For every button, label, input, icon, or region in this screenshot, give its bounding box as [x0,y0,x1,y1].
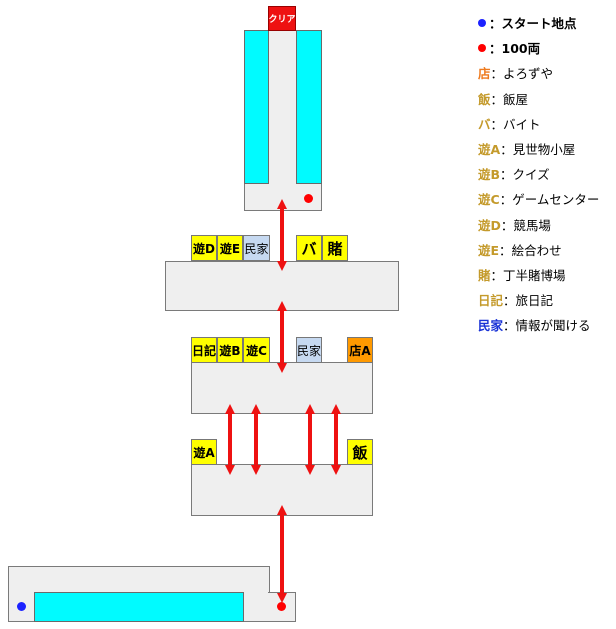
legend-text: クイズ [512,167,550,183]
legend-key: 飯 [478,91,491,107]
legend-row: 遊E：絵合わせ [478,237,599,262]
top-left-water [244,30,269,184]
legend-row: 飯：飯屋 [478,86,599,111]
legend-text: よろずや [503,66,554,82]
start-area-water [34,592,244,622]
legend-key: 民家 [478,318,504,334]
asobi-c-tag: 遊C [243,337,270,363]
legend-key: 遊C [478,192,500,208]
legend-key: バ [478,116,491,132]
legend-row: 民家：情報が聞ける [478,312,599,337]
legend-row: 遊C：ゲームセンター [478,186,599,211]
legend-row: 遊A：見世物小屋 [478,136,599,161]
minka-tag: 民家 [243,235,270,261]
red-dot-icon [478,43,486,52]
coin-100-ryo-top [304,194,313,203]
legend-row: 遊B：クイズ [478,161,599,186]
legend-row: 賭：丁半賭博場 [478,262,599,287]
meshi-tag: 飯 [347,439,373,465]
minka-tag-2: 民家 [296,337,322,363]
nikki-tag: 日記 [191,337,217,363]
legend-key: 日記 [478,293,504,309]
legend-row: バ：バイト [478,111,599,136]
asobi-b-tag: 遊B [217,337,243,363]
legend-text: 丁半賭博場 [503,267,566,283]
tobaku-tag: 賭 [322,235,348,261]
legend-coin: ：100両 [478,35,599,60]
baito-tag: バ [296,235,322,261]
legend-text: 旅日記 [515,293,554,309]
legend-text: 絵合わせ [511,242,562,258]
legend-text: バイト [503,116,541,132]
legend-text: 情報が聞ける [515,318,591,334]
legend-key: 遊A [478,142,501,158]
legend-text: 見世物小屋 [512,142,576,158]
legend-row: 店：よろずや [478,60,599,85]
blue-dot-icon [478,18,486,27]
legend-key: 遊D [478,217,501,233]
clear-goal: クリア [268,6,296,31]
legend-text: 飯屋 [503,91,529,107]
legend-key: 遊B [478,167,501,183]
legend-key: 遊E [478,242,500,258]
asobi-d-tag: 遊D [191,235,217,261]
legend-text: 100両 [501,41,541,57]
legend-text: スタート地点 [501,16,577,32]
legend-row: 日記：旅日記 [478,287,599,312]
coin-100-ryo-bottom [277,602,286,611]
legend-start: ：スタート地点 [478,10,599,35]
mise-a-tag: 店A [347,337,373,363]
legend: ：スタート地点 ：100両 店：よろずや 飯：飯屋 バ：バイト 遊A：見世物小屋… [478,10,599,337]
legend-row: 遊D：競馬場 [478,212,599,237]
legend-text: 競馬場 [513,217,551,233]
asobi-e-tag: 遊E [217,235,243,261]
legend-text: ゲームセンター [512,192,600,208]
legend-key: 店 [478,66,491,82]
start-point [17,602,26,611]
top-right-water [296,30,322,184]
asobi-a-tag: 遊A [191,439,217,465]
legend-key: 賭 [478,267,491,283]
